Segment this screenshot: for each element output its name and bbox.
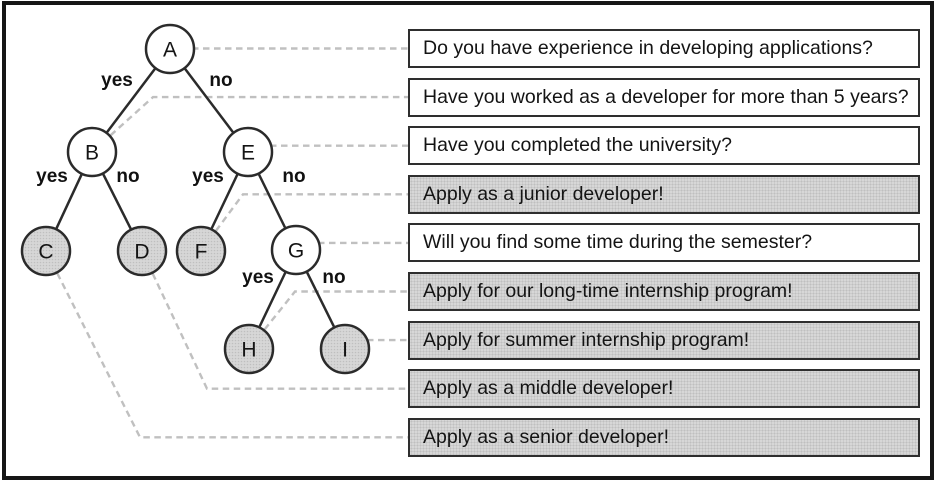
answer-box-8: Apply as a middle developer! — [408, 369, 920, 409]
edge-label-G-H: yes — [242, 267, 274, 288]
edge-A-E — [184, 68, 234, 133]
node-label-F: F — [195, 241, 208, 264]
node-label-B: B — [85, 142, 99, 165]
answer-box-1: Do you have experience in developing app… — [408, 29, 920, 68]
answer-box-6: Apply for our long-time internship progr… — [408, 272, 920, 311]
connector-D-box8 — [151, 273, 408, 390]
edge-label-A-B: yes — [101, 70, 133, 91]
edge-label-E-G: no — [282, 166, 305, 187]
edge-label-E-F: yes — [192, 166, 224, 187]
node-label-A: A — [163, 39, 177, 62]
node-F — [175, 225, 227, 277]
connector-F-box4 — [214, 193, 408, 232]
answer-box-4: Apply as a junior developer! — [408, 174, 920, 214]
edge-label-G-I: no — [322, 267, 345, 288]
edge-label-B-C: yes — [36, 166, 68, 187]
dashed-connectors — [56, 47, 408, 439]
answer-box-2: Have you worked as a developer for more … — [408, 77, 920, 117]
edge-B-C — [55, 174, 83, 229]
edge-G-I — [305, 271, 336, 328]
node-label-D: D — [134, 241, 149, 264]
edge-labels: yes no yes no yes no yes no — [36, 70, 345, 288]
edge-E-G — [257, 173, 287, 229]
answer-box-3: Have you completed the university? — [408, 126, 920, 166]
connector-H-box6 — [263, 290, 408, 331]
tree-nodes: A B E C D F G H I — [20, 23, 371, 375]
node-label-H: H — [241, 339, 256, 362]
edge-A-B — [106, 68, 156, 133]
node-label-E: E — [241, 142, 255, 165]
node-label-G: G — [288, 240, 304, 263]
edge-E-F — [210, 174, 239, 229]
edge-label-A-E: no — [209, 70, 232, 91]
edge-B-D — [102, 173, 132, 230]
node-C — [20, 225, 72, 277]
answer-box-9: Apply as a senior developer! — [408, 417, 920, 457]
node-H — [223, 323, 275, 375]
node-A — [144, 23, 196, 75]
edge-G-H — [258, 272, 287, 327]
tree-edges — [55, 68, 336, 328]
node-E — [222, 126, 274, 178]
node-I — [319, 323, 371, 375]
edge-label-B-D: no — [116, 166, 139, 187]
connector-C-box9 — [56, 272, 408, 439]
connector-B-box2 — [109, 95, 408, 137]
answer-box-7: Apply for summer internship program! — [408, 320, 920, 360]
node-label-I: I — [342, 339, 348, 362]
node-G — [270, 224, 322, 276]
node-B — [66, 126, 118, 178]
node-label-C: C — [38, 241, 53, 264]
answer-box-5: Will you find some time during the semes… — [408, 223, 920, 263]
node-D — [116, 225, 168, 277]
